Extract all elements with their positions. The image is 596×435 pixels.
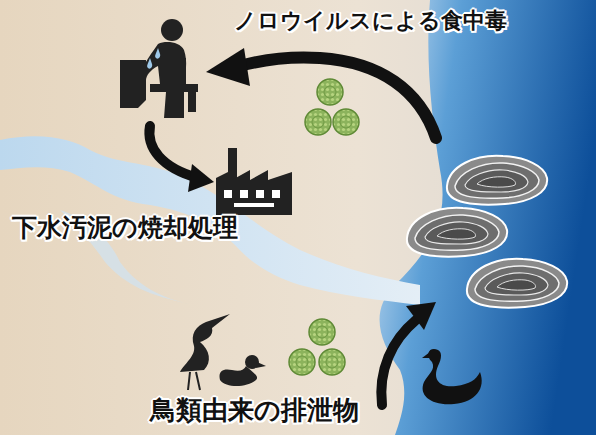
map-label: 鳥類由来の排泄物 (150, 396, 359, 426)
map-label: ノロウイルスによる食中毒 (234, 8, 507, 33)
map-label: 下水汚泥の焼却処理 (12, 214, 238, 243)
